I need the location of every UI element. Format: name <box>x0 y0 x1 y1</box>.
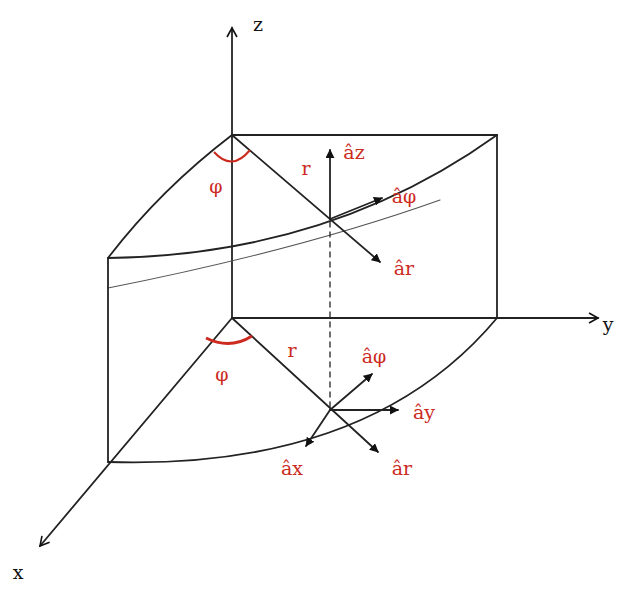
unit-vector <box>330 198 382 219</box>
radius-label: r <box>287 341 296 360</box>
unit-vector <box>329 150 331 219</box>
guide-arc <box>108 200 440 288</box>
x-axis <box>40 318 232 546</box>
z-axis <box>231 28 233 318</box>
unit-vector-label: âφ <box>392 187 417 206</box>
angle-arc <box>206 336 252 344</box>
unit-vector-label: âφ <box>362 347 387 366</box>
unit-vector-label: âz <box>343 143 364 162</box>
unit-vector <box>306 410 330 446</box>
top-edge <box>108 135 232 258</box>
y-axis <box>232 317 598 319</box>
axis-label: y <box>603 315 614 334</box>
bottom-arc <box>108 318 497 462</box>
axis-label: z <box>253 15 263 34</box>
angle-label: φ <box>209 177 222 196</box>
angle-label: φ <box>215 365 228 384</box>
cylinder-edge <box>496 135 498 318</box>
projection-line <box>329 222 330 408</box>
unit-vector <box>330 409 398 411</box>
unit-vector-label: âr <box>392 459 412 478</box>
unit-vector-label: ây <box>413 403 435 422</box>
top-edge <box>232 134 497 136</box>
unit-vector-label: âr <box>394 259 414 278</box>
radius-label: r <box>301 159 310 178</box>
unit-vector-label: âx <box>281 459 303 478</box>
angle-arc <box>214 150 250 162</box>
radial-line <box>232 135 380 262</box>
unit-vector <box>330 374 372 410</box>
radial-line <box>232 318 378 452</box>
axis-label: x <box>13 563 24 582</box>
cylinder-edge <box>107 258 109 462</box>
